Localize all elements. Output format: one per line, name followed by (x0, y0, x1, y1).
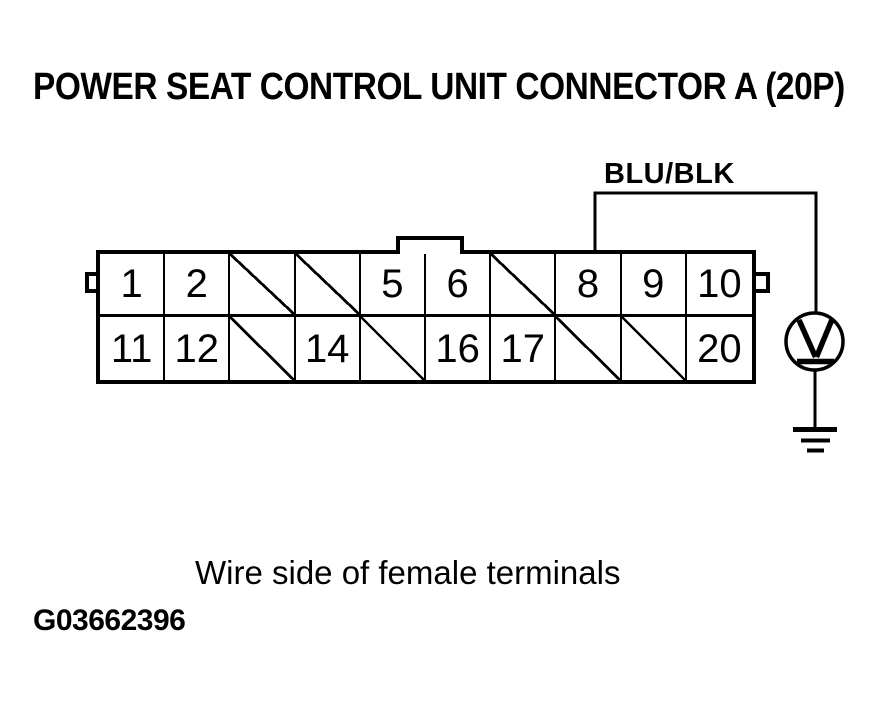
pin-cell-9: 9 (621, 254, 687, 317)
pin-cell-20: 20 (697, 326, 742, 371)
pin-cell-8: 8 (556, 254, 622, 317)
connector-latch-tab-left (85, 272, 96, 293)
pin-cell-17: 17 (491, 317, 557, 380)
pin-cell-5: 5 (360, 254, 426, 317)
earth-ground-icon (793, 370, 837, 453)
pin-cell-11: 11 (100, 317, 166, 380)
page-title: POWER SEAT CONTROL UNIT CONNECTOR A (20P… (33, 66, 845, 108)
pin-cell-10: 10 (686, 254, 752, 317)
pin-cell-1: 1 (100, 254, 166, 317)
blank-cavity-cell (491, 254, 557, 317)
blank-cavity-cell (360, 317, 426, 380)
pin-cell-6: 6 (425, 254, 492, 317)
ground-icon (784, 311, 845, 372)
pin-cell-16: 16 (426, 317, 492, 380)
blank-cavity-cell (556, 317, 622, 380)
connector-latch-tab-right (756, 272, 770, 293)
blank-cavity-cell (230, 254, 296, 317)
blank-cavity-cell (621, 317, 687, 380)
connector-key-tab-top (396, 236, 464, 254)
pin-cell-12: 12 (165, 317, 231, 380)
wire-color-label: BLU/BLK (604, 158, 735, 190)
blank-cavity-cell (230, 317, 296, 380)
caption: Wire side of female terminals (195, 554, 621, 591)
pin-cell-2: 2 (165, 254, 231, 317)
pin-cell-14: 14 (296, 317, 361, 380)
blank-cavity-cell (295, 254, 361, 317)
figure-id: G03662396 (33, 604, 186, 637)
